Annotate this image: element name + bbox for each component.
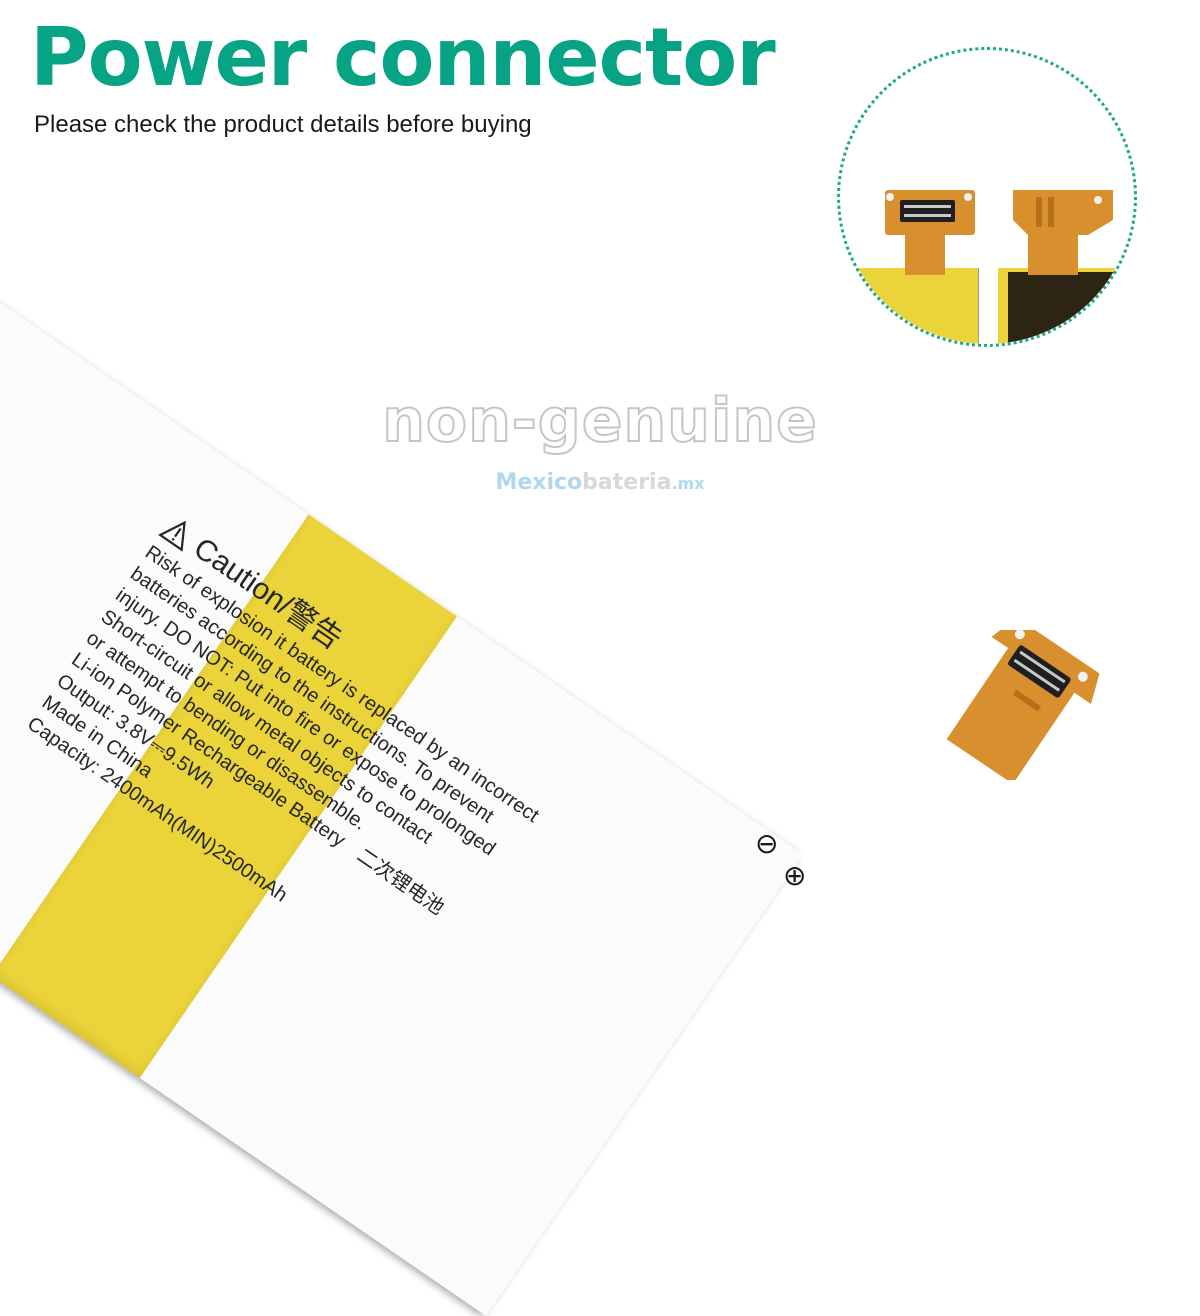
zoom-connector-right-icon bbox=[1013, 190, 1113, 275]
warning-label: Caution/警告 Risk of explosion it battery … bbox=[22, 510, 564, 1000]
caution-row: Caution/警告 bbox=[156, 510, 565, 806]
page-subtitle: Please check the product details before … bbox=[34, 111, 532, 138]
zoom-connector-left-icon bbox=[885, 190, 975, 275]
positive-terminal-icon: ⊕ bbox=[783, 859, 807, 892]
watermark-site-part3: .mx bbox=[671, 474, 705, 493]
page-title: Power connector bbox=[30, 11, 776, 104]
cell-left-yellow bbox=[840, 268, 978, 344]
watermark-site-part2: bateria bbox=[582, 470, 672, 495]
negative-terminal-icon: ⊖ bbox=[755, 827, 779, 860]
watermark-text: non-genuine bbox=[381, 385, 818, 457]
watermark-site-part1: Mexico bbox=[495, 470, 583, 495]
flex-connector-icon bbox=[946, 630, 1100, 780]
cell-gap bbox=[978, 268, 1000, 344]
cell-dark-panel bbox=[1008, 272, 1134, 344]
watermark-site: Mexicobateria.mx bbox=[0, 470, 1200, 495]
warning-triangle-icon bbox=[158, 520, 186, 552]
connector-zoom-callout bbox=[837, 47, 1137, 347]
